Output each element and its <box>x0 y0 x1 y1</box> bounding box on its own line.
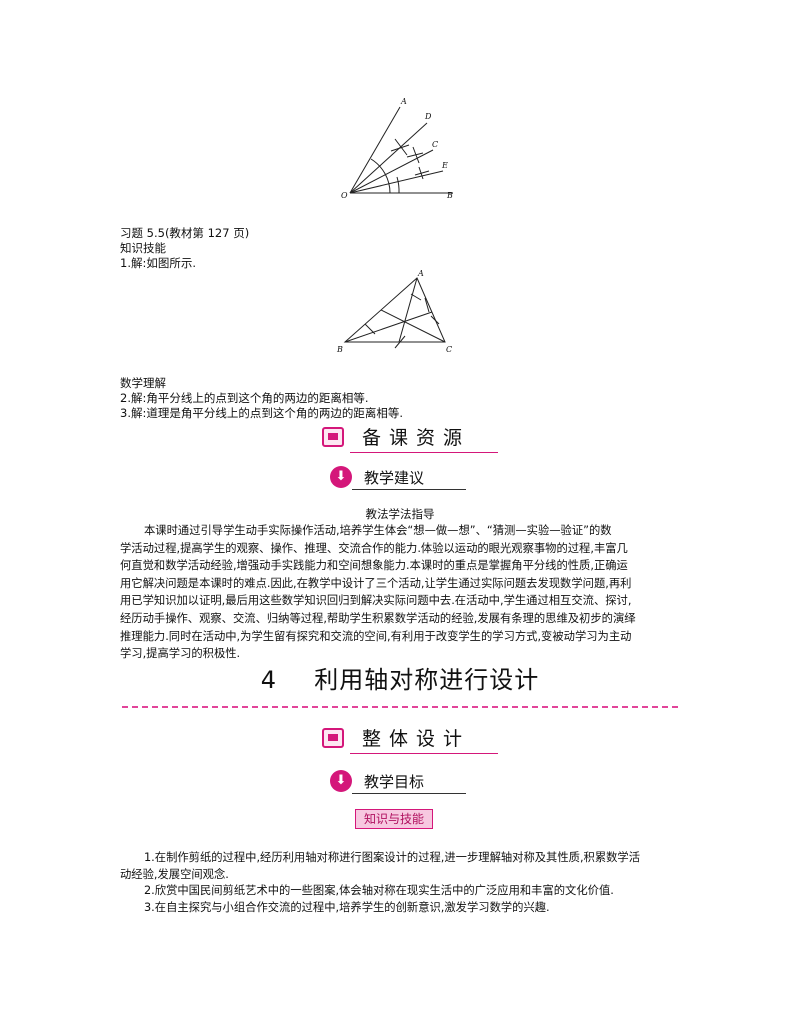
badge-label: 知识与技能 <box>355 809 434 829</box>
knowledge-skill-badge: 知识与技能 <box>355 808 434 829</box>
answer-3: 3.解:道理是角平分线上的点到这个角的两边的距离相等. <box>120 406 403 420</box>
answer-2: 2.解:角平分线上的点到这个角的两边的距离相等. <box>120 391 369 405</box>
label-a: A <box>400 97 407 106</box>
label-b2: B <box>336 345 343 354</box>
answer-1: 1.解:如图所示. <box>120 256 197 270</box>
knowledge-skill-heading: 知识技能 <box>120 241 166 255</box>
guide-line: 用已学知识加以证明,最后用这些数学知识回归到解决实际问题中去.在活动中,学生通过… <box>120 594 632 608</box>
guide-line: 学习,提高学习的积极性. <box>120 647 241 661</box>
subsection-title: 教学建议 <box>364 469 425 487</box>
label-e: E <box>441 161 448 170</box>
chapter-title: 4 利用轴对称进行设计 <box>120 660 680 695</box>
label-c: C <box>432 140 438 149</box>
label-b: B <box>446 191 453 200</box>
guide-line: 何直觉和数学活动经验,增强动手实践能力和空间想象能力.本课时的重点是掌握角平分线… <box>120 559 628 573</box>
label-d: D <box>424 112 432 121</box>
chapter-divider <box>122 706 678 708</box>
chapter-number: 4 <box>260 666 277 694</box>
goal-line: 动经验,发展空间观念. <box>120 867 229 881</box>
triangle-figure: A B C <box>336 269 452 354</box>
section-header-overall-design: 整体设计 <box>322 726 498 754</box>
down-arrow-icon: ⬇ <box>330 770 352 792</box>
label-o: O <box>341 191 348 200</box>
section-rule <box>350 452 498 453</box>
section-title: 备课资源 <box>362 427 471 449</box>
guide-paragraph: 本课时通过引导学生动手实际操作活动,培养学生体会“想—做—想”、“猜测—实验—验… <box>120 522 690 663</box>
section-title: 整体设计 <box>362 728 471 750</box>
subsection-rule <box>352 489 466 490</box>
angle-bisector-figure: A D C E O B <box>341 97 453 200</box>
guide-title: 教法学法指导 <box>365 507 435 521</box>
guide-line: 经历动手操作、观察、交流、归纳等过程,帮助学生积累数学活动的经验,发展有条理的思… <box>120 611 636 625</box>
monitor-icon <box>322 728 344 748</box>
label-a2: A <box>417 269 424 278</box>
label-c2: C <box>446 345 452 354</box>
chapter-name: 利用轴对称进行设计 <box>314 666 540 694</box>
guide-line: 本课时通过引导学生动手实际操作活动,培养学生体会“想—做—想”、“猜测—实验—验… <box>144 524 612 537</box>
subsection-header-suggestions: ⬇ 教学建议 <box>330 466 466 492</box>
section-rule <box>350 753 498 754</box>
subsection-title: 教学目标 <box>364 773 425 791</box>
monitor-icon <box>322 427 344 447</box>
math-understanding-heading: 数学理解 <box>120 376 166 390</box>
guide-line: 用它解决问题是本课时的难点.因此,在教学中设计了三个活动,让学生通过实际问题去发… <box>120 576 632 590</box>
goal-line: 2.欣赏中国民间剪纸艺术中的一些图案,体会轴对称在现实生活中的广泛应用和丰富的文… <box>144 884 614 897</box>
down-arrow-icon: ⬇ <box>330 466 352 488</box>
guide-line: 推理能力.同时在活动中,为学生留有探究和交流的空间,有利用于改变学生的学习方式,… <box>120 629 632 643</box>
section-header-resources: 备课资源 <box>322 425 498 453</box>
subsection-rule <box>352 793 466 794</box>
guide-line: 学活动过程,提高学生的观察、操作、推理、交流合作的能力.体验以运动的眼光观察事物… <box>120 541 628 555</box>
exercise-title: 习题 5.5(教材第 127 页) <box>120 226 250 240</box>
goal-line: 1.在制作剪纸的过程中,经历利用轴对称进行图案设计的过程,进一步理解轴对称及其性… <box>144 851 641 864</box>
subsection-header-goals: ⬇ 教学目标 <box>330 770 466 796</box>
goal-line: 3.在自主探究与小组合作交流的过程中,培养学生的创新意识,激发学习数学的兴趣. <box>144 900 550 914</box>
goals-list: 1.在制作剪纸的过程中,经历利用轴对称进行图案设计的过程,进一步理解轴对称及其性… <box>120 850 690 916</box>
